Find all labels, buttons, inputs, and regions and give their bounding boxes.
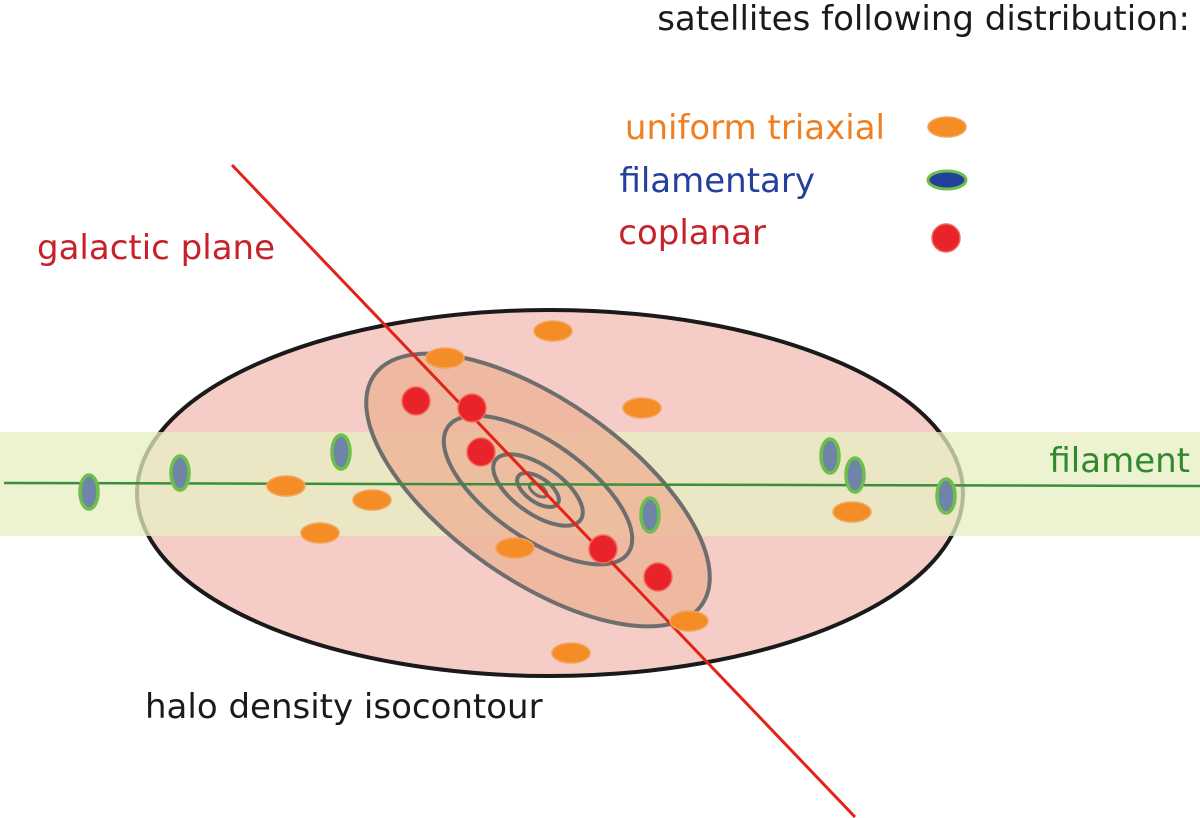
orange-satellite xyxy=(832,501,872,523)
filamentary-satellite xyxy=(935,477,957,515)
filamentary-satellite xyxy=(330,433,352,471)
coplanar-satellite xyxy=(457,393,487,423)
filamentary-satellite xyxy=(169,454,191,492)
galactic-plane-line xyxy=(230,163,857,818)
coplanar-satellites xyxy=(401,386,673,592)
legend-marker-coplanar xyxy=(931,223,961,253)
legend: satellites following distribution: unifo… xyxy=(618,0,1190,253)
galactic-plane-label: galactic plane xyxy=(37,228,275,268)
coplanar-satellite xyxy=(588,534,618,564)
coplanar-satellite xyxy=(643,562,673,592)
legend-title: satellites following distribution: xyxy=(657,0,1190,39)
orange-satellite xyxy=(300,522,340,544)
legend-marker-uniform-triaxial xyxy=(927,116,967,138)
halo-contour-label: halo density isocontour xyxy=(145,687,543,727)
filament-axis-line xyxy=(3,481,1200,488)
orange-satellite xyxy=(425,347,465,369)
legend-label-filamentary: filamentary xyxy=(619,161,815,201)
uniform-triaxial-satellites xyxy=(266,320,872,664)
legend-label-uniform-triaxial: uniform triaxial xyxy=(625,108,885,148)
isocontour-2 xyxy=(441,413,635,567)
filament-label: filament xyxy=(1049,441,1190,481)
orange-satellite xyxy=(495,537,535,559)
orange-satellite xyxy=(622,397,662,419)
filamentary-satellites xyxy=(78,433,957,534)
orange-satellite xyxy=(352,489,392,511)
coplanar-satellite xyxy=(466,437,496,467)
legend-marker-filamentary xyxy=(926,169,968,191)
filamentary-satellite xyxy=(78,473,100,511)
orange-satellite xyxy=(533,320,573,342)
filamentary-satellite xyxy=(639,496,661,534)
isocontour-3 xyxy=(491,452,585,528)
orange-satellite xyxy=(266,475,306,497)
orange-satellite xyxy=(551,642,591,664)
legend-label-coplanar: coplanar xyxy=(618,213,766,253)
filamentary-satellite xyxy=(844,456,866,494)
filamentary-satellite xyxy=(819,437,841,475)
coplanar-satellite xyxy=(401,386,431,416)
orange-satellite xyxy=(669,610,709,632)
